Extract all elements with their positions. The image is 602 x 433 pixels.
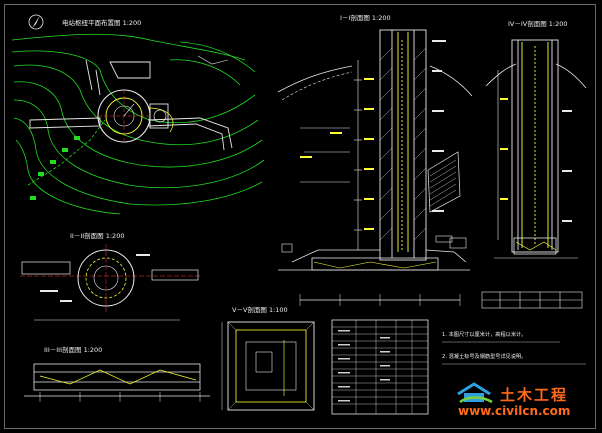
section-3-title: III－III剖面图 1:200 (44, 345, 102, 354)
plan-title: 电站枢纽平面布置图 1:200 (62, 18, 141, 27)
section-2-view: II－II剖面图 1:200 (20, 231, 200, 321)
section-4-view: IV－IV剖面图 1:200 (481, 19, 587, 309)
material-table (331, 319, 429, 415)
contour-lines (11, 33, 265, 215)
right-annotations (432, 40, 453, 243)
surge-shaft-plan (97, 89, 151, 143)
watermark: 土木工程 www.civilcn.com (454, 382, 582, 424)
contour-markers (30, 136, 80, 200)
note-line-1: 1. 本图尺寸以厘米计，高程以米计。 (442, 330, 526, 338)
notes: 1. 本图尺寸以厘米计，高程以米计。 2. 混凝土标号及钢筋型号详见说明。 (442, 330, 586, 365)
north-arrow-icon (28, 14, 44, 30)
elevation-markers (300, 78, 374, 230)
watermark-url: www.civilcn.com (458, 404, 571, 418)
section-3-view: III－III剖面图 1:200 (24, 345, 210, 402)
shaft-base (278, 249, 470, 301)
watermark-title: 土木工程 (500, 386, 569, 404)
plan-view: 电站枢纽平面布置图 1:200 (11, 14, 265, 215)
house-logo-icon (457, 382, 493, 404)
section-1-title: I－I剖面图 1:200 (340, 13, 391, 22)
drawing-border (4, 4, 596, 429)
wall-hatching (379, 47, 427, 241)
section-5-view: V－V剖面图 1:100 (221, 305, 315, 411)
section-5-title: V－V剖面图 1:100 (232, 305, 288, 314)
section-2-title: II－II剖面图 1:200 (70, 231, 124, 240)
note-line-2: 2. 混凝土标号及钢筋型号详见说明。 (442, 352, 526, 360)
hatched-panel (427, 151, 461, 213)
shaft-walls (379, 29, 427, 261)
section-4-table (481, 291, 583, 309)
plan-structures (29, 59, 233, 151)
shaft-lining (397, 32, 409, 252)
section-1-view: I－I剖面图 1:200 (277, 13, 473, 306)
section-4-title: IV－IV剖面图 1:200 (508, 19, 568, 28)
